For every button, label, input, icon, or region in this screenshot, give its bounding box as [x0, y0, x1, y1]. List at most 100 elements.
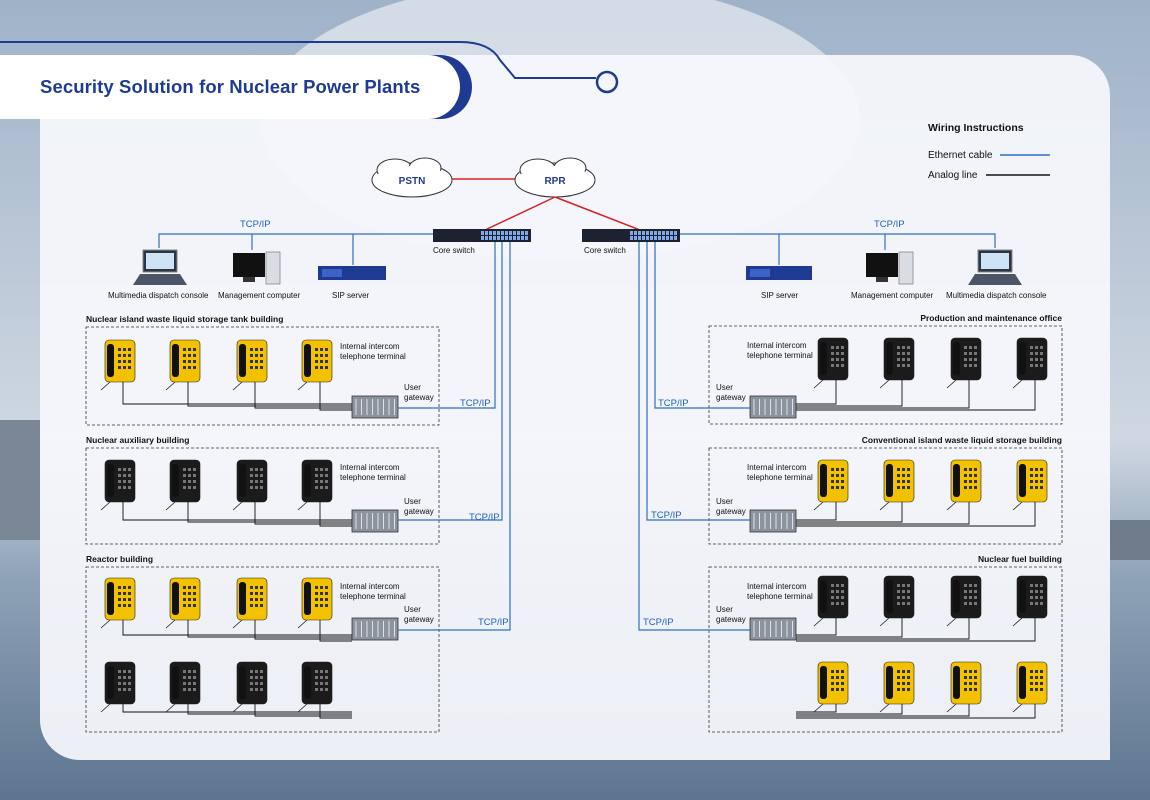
phone-key	[1030, 364, 1033, 367]
phone-key	[1035, 486, 1038, 489]
switch-port	[666, 231, 669, 235]
building-boundary	[708, 566, 1063, 733]
phone-key	[315, 586, 318, 589]
switch-port	[489, 236, 492, 240]
phone-key	[193, 670, 196, 673]
phone-key	[183, 366, 186, 369]
phone-key	[250, 592, 253, 595]
phone-terminal-icon	[232, 577, 268, 629]
switch-port	[662, 231, 665, 235]
phone-key	[974, 602, 977, 605]
switch-port	[670, 236, 673, 240]
phone-terminal-icon	[100, 339, 136, 391]
phone-key	[969, 486, 972, 489]
phone-key	[315, 604, 318, 607]
building-title: Production and maintenance office	[920, 313, 1062, 323]
phone-key	[123, 348, 126, 351]
phone-key	[841, 682, 844, 685]
phone-terminal-icon	[1012, 337, 1048, 389]
phone-key	[260, 598, 263, 601]
phone-key	[325, 360, 328, 363]
phone-key	[118, 586, 121, 589]
left-device-label-1: Multimedia dispatch console	[108, 291, 209, 300]
phone-cord	[1012, 703, 1023, 713]
right-core-switch	[582, 229, 680, 242]
phone-handset	[107, 582, 114, 615]
gateway-label: User	[716, 605, 733, 614]
switch-port	[642, 231, 645, 235]
phone-key	[183, 468, 186, 471]
phone-key	[315, 592, 318, 595]
phone-handset	[172, 582, 179, 615]
phone-cord	[165, 619, 176, 629]
phone-key	[1035, 584, 1038, 587]
phone-cord	[946, 703, 957, 713]
switch-port	[513, 231, 516, 235]
phone-key	[1030, 358, 1033, 361]
phone-key	[315, 670, 318, 673]
analog-line	[122, 704, 352, 713]
phone-cord	[813, 379, 824, 389]
switch-port	[650, 236, 653, 240]
phone-key	[897, 364, 900, 367]
phone-key	[123, 468, 126, 471]
phone-key	[831, 468, 834, 471]
phone-key	[1035, 682, 1038, 685]
phone-key	[123, 486, 126, 489]
phone-cord	[813, 703, 824, 713]
switch-port	[662, 236, 665, 240]
phone-key	[315, 348, 318, 351]
building-boundary	[708, 447, 1063, 545]
phone-key	[964, 682, 967, 685]
terminal-label: telephone terminal	[747, 473, 813, 482]
phone-key	[907, 486, 910, 489]
phone-key	[969, 590, 972, 593]
link-tcpip-label-2: TCP/IP	[469, 512, 500, 523]
phone-key	[320, 598, 323, 601]
phone-key	[118, 474, 121, 477]
analog-line	[319, 704, 352, 719]
right-building-1: Production and maintenance officeInterna…	[708, 313, 1063, 425]
phone-key	[841, 480, 844, 483]
phone-key	[1040, 468, 1043, 471]
switch-port	[666, 236, 669, 240]
phone-key	[836, 596, 839, 599]
phone-key	[974, 584, 977, 587]
switch-port	[505, 236, 508, 240]
phone-key	[836, 358, 839, 361]
phone-key	[128, 682, 131, 685]
phone-key	[250, 670, 253, 673]
phone-key	[315, 598, 318, 601]
analog-line	[796, 618, 970, 640]
phone-handset	[820, 342, 827, 375]
phone-key	[841, 676, 844, 679]
phone-key	[964, 486, 967, 489]
terminal-label: Internal intercom	[340, 342, 400, 351]
switch-port	[646, 231, 649, 235]
phone-key	[969, 346, 972, 349]
phone-key	[1035, 468, 1038, 471]
phone-handset	[820, 580, 827, 613]
phone-cord	[879, 379, 890, 389]
phone-key	[255, 480, 258, 483]
phone-key	[255, 592, 258, 595]
phone-key	[836, 352, 839, 355]
phone-key	[831, 364, 834, 367]
phone-key	[193, 360, 196, 363]
phone-key	[315, 474, 318, 477]
phone-key	[320, 670, 323, 673]
phone-key	[964, 358, 967, 361]
user-gateway-icon	[351, 395, 399, 419]
phone-key	[315, 486, 318, 489]
phone-key	[969, 602, 972, 605]
phone-key	[1040, 486, 1043, 489]
phone-key	[897, 468, 900, 471]
rpr-cloud: RPR	[514, 157, 596, 198]
phone-key	[315, 468, 318, 471]
phone-key	[1040, 682, 1043, 685]
switch-port	[513, 236, 516, 240]
phone-key	[836, 486, 839, 489]
phone-key	[188, 366, 191, 369]
analog-line	[796, 704, 837, 713]
user-gateway-icon	[351, 617, 399, 641]
